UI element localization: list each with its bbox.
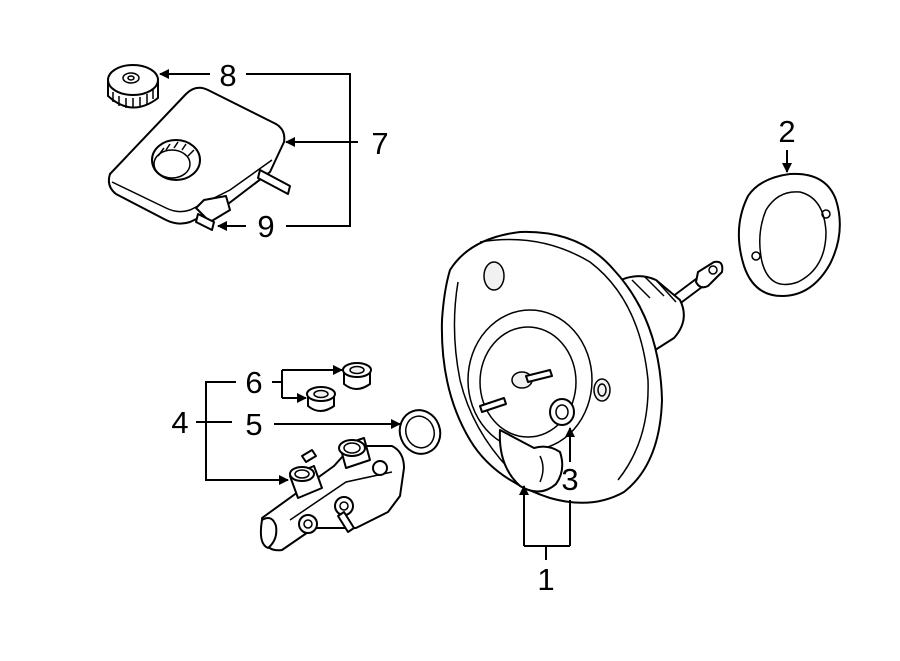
callout-9: 9 bbox=[257, 209, 274, 244]
master-cylinder bbox=[259, 437, 405, 552]
bracket-4 bbox=[205, 381, 289, 485]
callout-8: 8 bbox=[219, 58, 236, 93]
reservoir-cap bbox=[107, 64, 159, 109]
callout-1: 1 bbox=[537, 562, 554, 597]
booster-gasket bbox=[737, 172, 841, 297]
callout-2: 2 bbox=[778, 114, 795, 149]
callout-7: 7 bbox=[371, 126, 388, 161]
callout-3: 3 bbox=[561, 462, 578, 497]
brake-fluid-reservoir bbox=[107, 86, 291, 231]
bracket-8-9 bbox=[246, 73, 351, 227]
master-cylinder-o-ring bbox=[398, 409, 442, 455]
brake-booster bbox=[440, 230, 724, 504]
callout-4: 4 bbox=[171, 405, 188, 440]
reservoir-grommets bbox=[306, 362, 372, 412]
callout-6: 6 bbox=[245, 365, 262, 400]
callout-5: 5 bbox=[245, 407, 262, 442]
leader-1 bbox=[524, 486, 570, 560]
bracket-6 bbox=[272, 370, 283, 398]
